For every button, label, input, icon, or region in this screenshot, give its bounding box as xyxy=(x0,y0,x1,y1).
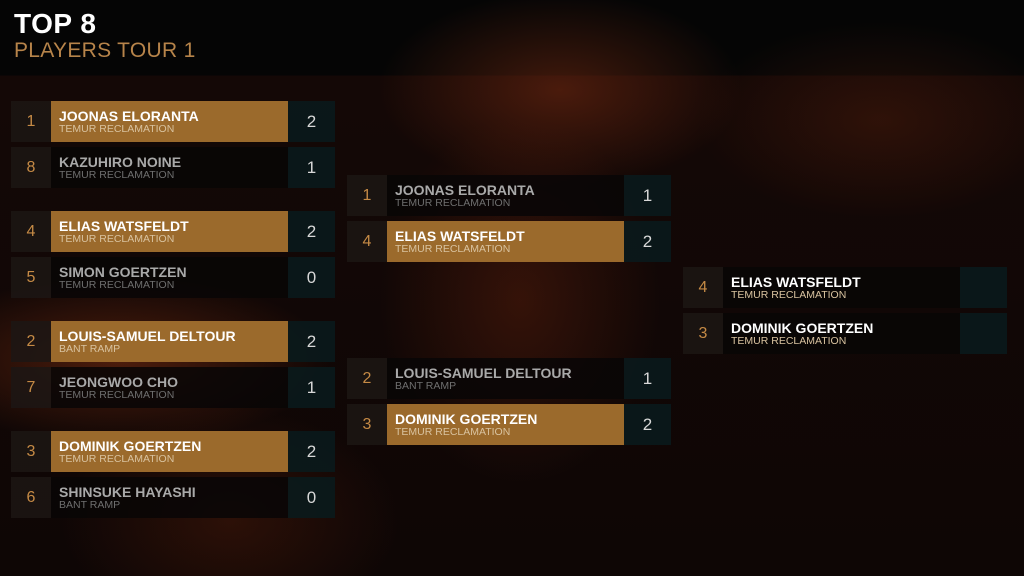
player-seed: 6 xyxy=(11,477,51,518)
player-seed: 8 xyxy=(11,147,51,188)
event-subtitle: PLAYERS TOUR 1 xyxy=(14,39,196,62)
player-score: 0 xyxy=(288,477,335,518)
player-score: 2 xyxy=(624,221,671,262)
player-name: LOUIS-SAMUEL DELTOUR xyxy=(395,365,572,381)
player-score: 2 xyxy=(288,211,335,252)
player-score: 1 xyxy=(288,147,335,188)
player-deck: TEMUR RECLAMATION xyxy=(59,389,175,401)
player-seed: 4 xyxy=(683,267,723,308)
player-deck: BANT RAMP xyxy=(59,499,121,511)
player-seed: 3 xyxy=(683,313,723,354)
player-seed: 2 xyxy=(11,321,51,362)
player-name: SIMON GOERTZEN xyxy=(59,264,187,280)
player-deck: TEMUR RECLAMATION xyxy=(731,335,847,347)
player-deck: TEMUR RECLAMATION xyxy=(395,243,511,255)
player-score: 2 xyxy=(624,404,671,445)
player-score: 0 xyxy=(288,257,335,298)
player-name: KAZUHIRO NOINE xyxy=(59,154,182,170)
player-seed: 3 xyxy=(11,431,51,472)
player-deck: TEMUR RECLAMATION xyxy=(59,123,175,135)
player-deck: BANT RAMP xyxy=(395,380,457,392)
player-deck: TEMUR RECLAMATION xyxy=(731,289,847,301)
player-name: DOMINIK GOERTZEN xyxy=(395,411,538,427)
player-seed: 1 xyxy=(347,175,387,216)
player-name: ELIAS WATSFELDT xyxy=(59,218,189,234)
player-name: SHINSUKE HAYASHI xyxy=(59,484,196,500)
player-seed: 5 xyxy=(11,257,51,298)
player-score: 2 xyxy=(288,321,335,362)
player-name: DOMINIK GOERTZEN xyxy=(731,320,874,336)
player-name: DOMINIK GOERTZEN xyxy=(59,438,202,454)
player-deck: TEMUR RECLAMATION xyxy=(59,233,175,245)
player-seed: 4 xyxy=(11,211,51,252)
player-name: ELIAS WATSFELDT xyxy=(395,228,525,244)
player-name: JOONAS ELORANTA xyxy=(59,108,199,124)
player-seed: 2 xyxy=(347,358,387,399)
player-name: JEONGWOO CHO xyxy=(59,374,179,390)
player-seed: 1 xyxy=(11,101,51,142)
page-title: TOP 8 xyxy=(14,8,97,39)
player-deck: TEMUR RECLAMATION xyxy=(395,426,511,438)
player-score: 2 xyxy=(288,431,335,472)
player-name: ELIAS WATSFELDT xyxy=(731,274,861,290)
player-seed: 4 xyxy=(347,221,387,262)
player-score xyxy=(960,313,1007,354)
player-score: 1 xyxy=(624,358,671,399)
player-name: LOUIS-SAMUEL DELTOUR xyxy=(59,328,236,344)
player-deck: TEMUR RECLAMATION xyxy=(59,279,175,291)
player-deck: TEMUR RECLAMATION xyxy=(59,453,175,465)
player-name: JOONAS ELORANTA xyxy=(395,182,535,198)
player-score: 1 xyxy=(624,175,671,216)
player-seed: 7 xyxy=(11,367,51,408)
player-deck: TEMUR RECLAMATION xyxy=(59,169,175,181)
player-seed: 3 xyxy=(347,404,387,445)
player-score: 1 xyxy=(288,367,335,408)
player-score: 2 xyxy=(288,101,335,142)
player-deck: BANT RAMP xyxy=(59,343,121,355)
player-deck: TEMUR RECLAMATION xyxy=(395,197,511,209)
player-score xyxy=(960,267,1007,308)
